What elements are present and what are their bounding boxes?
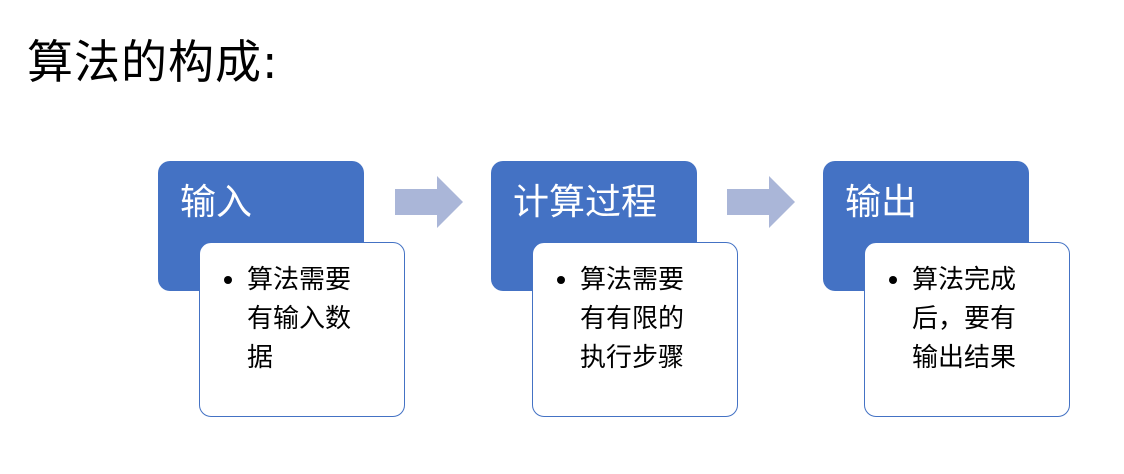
detail-list: 算法需要有输入数据 <box>218 261 373 378</box>
detail-item: 算法需要有输入数据 <box>218 261 373 378</box>
detail-list: 算法需要有有限的执行步骤 <box>551 261 706 378</box>
detail-text: 算法需要有输入数据 <box>247 265 352 373</box>
detail-text: 算法完成后，要有输出结果 <box>912 265 1017 373</box>
right-arrow-icon <box>395 176 463 228</box>
step-input: 输入 算法需要有输入数据 <box>158 161 408 419</box>
bullet-icon <box>224 276 232 284</box>
bullet-icon <box>889 276 897 284</box>
right-arrow-icon <box>727 176 795 228</box>
step-detail-box: 算法完成后，要有输出结果 <box>864 242 1070 417</box>
step-output: 输出 算法完成后，要有输出结果 <box>823 161 1073 419</box>
detail-item: 算法需要有有限的执行步骤 <box>551 261 706 378</box>
step-label: 输入 <box>180 182 253 223</box>
bullet-icon <box>557 276 565 284</box>
step-label: 计算过程 <box>513 182 658 223</box>
detail-list: 算法完成后，要有输出结果 <box>883 261 1038 378</box>
step-label: 输出 <box>845 182 918 223</box>
step-detail-box: 算法需要有输入数据 <box>199 242 405 417</box>
detail-text: 算法需要有有限的执行步骤 <box>580 265 685 373</box>
detail-item: 算法完成后，要有输出结果 <box>883 261 1038 378</box>
step-detail-box: 算法需要有有限的执行步骤 <box>532 242 738 417</box>
step-process: 计算过程 算法需要有有限的执行步骤 <box>491 161 741 419</box>
slide-title: 算法的构成: <box>27 35 279 89</box>
